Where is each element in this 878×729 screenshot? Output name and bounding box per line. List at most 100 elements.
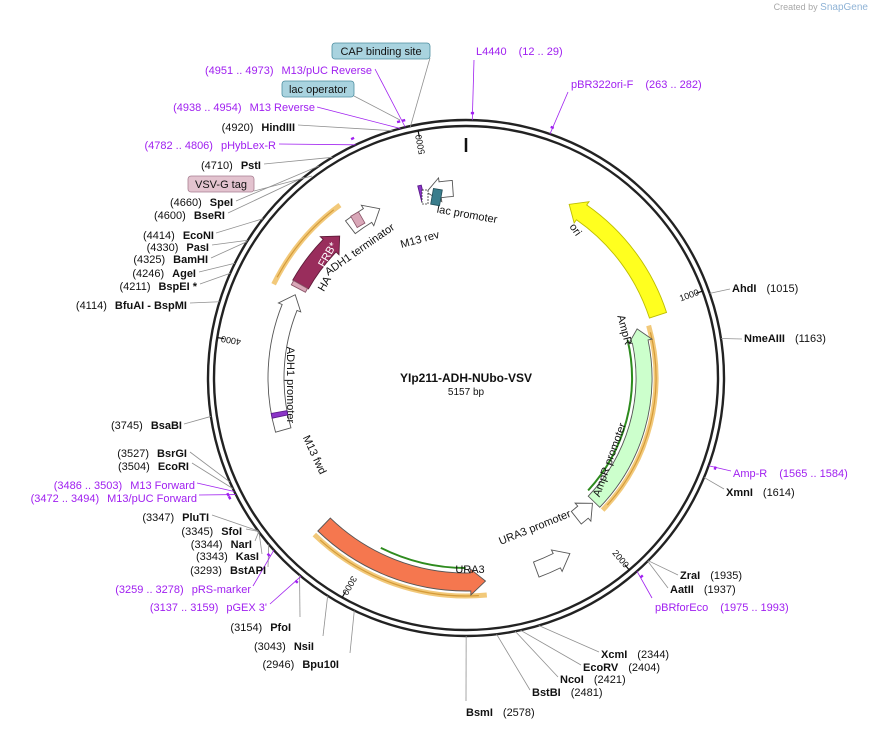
site-position: (3504)	[118, 461, 150, 473]
box-text: VSV-G tag	[195, 179, 247, 191]
site-position: (3154)	[230, 622, 262, 634]
primer-position: (3472 .. 3494)	[31, 493, 100, 505]
site-agei: (4246)AgeI	[132, 268, 196, 280]
plasmid-length: 5157 bp	[448, 387, 485, 398]
primer-name: Amp-R	[733, 468, 767, 480]
leader-line	[496, 633, 531, 691]
primer-phyblex-r: (4782 .. 4806)pHybLex-R	[144, 140, 276, 152]
primer-position: (3259 .. 3278)	[115, 584, 184, 596]
site-name: EcoNI	[183, 230, 214, 242]
site-position: (3344)	[191, 539, 223, 551]
leader-line	[210, 241, 248, 259]
plasmid-name: YIp211-ADH-NUbo-VSV	[400, 371, 532, 385]
site-name: PasI	[186, 242, 209, 254]
feature-label: URA3 promoter	[497, 508, 573, 548]
site-bpu10i: (2946)Bpu10I	[263, 659, 339, 671]
site-zrai: ZraI(1935)	[680, 570, 742, 582]
feature-ura3: URA3	[317, 517, 487, 596]
site-econi: (4414)EcoNI	[143, 230, 214, 242]
site-position: (1015)	[766, 283, 798, 295]
primer-mark	[401, 118, 406, 122]
site-position: (1163)	[795, 333, 826, 345]
primer-mark	[550, 125, 555, 130]
site-ecori: (3504)EcoRI	[118, 461, 189, 473]
site-name: KasI	[236, 551, 259, 563]
site-position: (4710)	[201, 160, 233, 172]
site-position: (3527)	[117, 448, 149, 460]
leader-line	[199, 272, 231, 285]
watermark-brand: SnapGene	[820, 2, 868, 13]
site-psti: (4710)PstI	[201, 160, 261, 172]
feature-label: M13 rev	[399, 229, 441, 251]
site-position: (4920)	[222, 122, 254, 134]
site-name: NsiI	[294, 641, 314, 653]
tick-label: 4000	[220, 334, 241, 347]
primer-pgex-3: (3137 .. 3159)pGEX 3'	[150, 602, 267, 614]
leader-line	[189, 301, 220, 304]
site-ecorv: EcoRV(2404)	[583, 662, 660, 674]
feature-ura3-promoter: URA3 promoter	[497, 508, 573, 578]
primer-name: M13 Forward	[130, 480, 195, 492]
primer-mark	[396, 120, 401, 124]
site-ncoi: NcoI(2421)	[560, 674, 626, 686]
primer-m13-forward: (3486 .. 3503)M13 Forward	[54, 480, 195, 492]
leader-line	[636, 571, 653, 599]
site-name: AgeI	[172, 268, 196, 280]
primer-position: (4951 .. 4973)	[205, 65, 274, 77]
box-text: lac operator	[289, 84, 347, 96]
primer-m13-puc-reverse: (4951 .. 4973)M13/pUC Reverse	[205, 65, 372, 77]
site-nari: (3344) NarI	[191, 539, 252, 551]
site-name: NcoI	[560, 674, 584, 686]
site-label: (4660)SpeI	[170, 197, 233, 209]
site-name: SpeI	[210, 197, 233, 209]
site-name: PluTI	[182, 512, 209, 524]
tick-label: 1000	[678, 287, 700, 303]
primer-label: (3259 .. 3278) pRS-marker	[115, 584, 251, 596]
site-label: (4330)PasI	[147, 242, 209, 254]
box-vsv-g-tag: VSV-G tag	[187, 175, 255, 193]
feature-ori: ori	[567, 201, 668, 319]
leader-line	[252, 549, 275, 587]
leader-line	[648, 560, 679, 576]
site-pasi: (4330)PasI	[147, 242, 209, 254]
lac-operator-mark	[421, 189, 429, 205]
leader-line	[316, 106, 401, 129]
backbone-inner	[212, 124, 720, 632]
leader-line	[211, 239, 248, 246]
leader-line	[471, 59, 475, 121]
site-position: (3347)	[142, 512, 174, 524]
site-label: AatII(1937)	[670, 584, 736, 596]
tick-label: 2000	[610, 548, 631, 570]
leader-line	[514, 630, 559, 678]
site-name: SfoI	[221, 526, 242, 538]
primer-name: pRS-marker	[192, 584, 252, 596]
primer-label: pBRforEco(1975 .. 1993)	[655, 602, 789, 614]
primer-pbr322ori-f: pBR322ori-F(263 .. 282)	[571, 79, 702, 91]
site-name: NarI	[231, 539, 252, 551]
site-nmeaiii: NmeAIII(1163)	[744, 333, 826, 345]
tick-label: 3000	[340, 574, 359, 596]
leader-line	[353, 95, 401, 121]
site-bfuai-bspmi: (4114)BfuAI - BspMI	[76, 300, 187, 312]
feature-shape	[570, 502, 593, 525]
site-label: (3344) NarI	[191, 539, 252, 551]
primer-label: Amp-R(1565 .. 1584)	[733, 468, 848, 480]
site-name: BstAPI	[230, 565, 266, 577]
leader-lines	[183, 57, 743, 702]
tick-mark	[624, 564, 630, 571]
site-position: (1614)	[763, 487, 795, 499]
box-cap-binding-site: CAP binding site	[331, 42, 431, 60]
feature-label: lac promoter	[436, 204, 499, 226]
site-label: (4920)HindIII	[222, 122, 295, 134]
site-bsrgi: (3527)BsrGI	[117, 448, 187, 460]
leader-line	[227, 176, 305, 214]
primer-mark	[227, 495, 232, 500]
feature-label: M13 fwd	[300, 434, 328, 477]
site-label: (3347) PluTI	[142, 512, 209, 524]
primer-label: (4951 .. 4973)M13/pUC Reverse	[205, 65, 372, 77]
leader-line	[409, 57, 431, 129]
box-text: CAP binding site	[340, 46, 421, 58]
leader-line	[374, 68, 406, 128]
orf-green-line	[587, 339, 633, 492]
feature-label: ADH1 promoter	[284, 347, 296, 424]
